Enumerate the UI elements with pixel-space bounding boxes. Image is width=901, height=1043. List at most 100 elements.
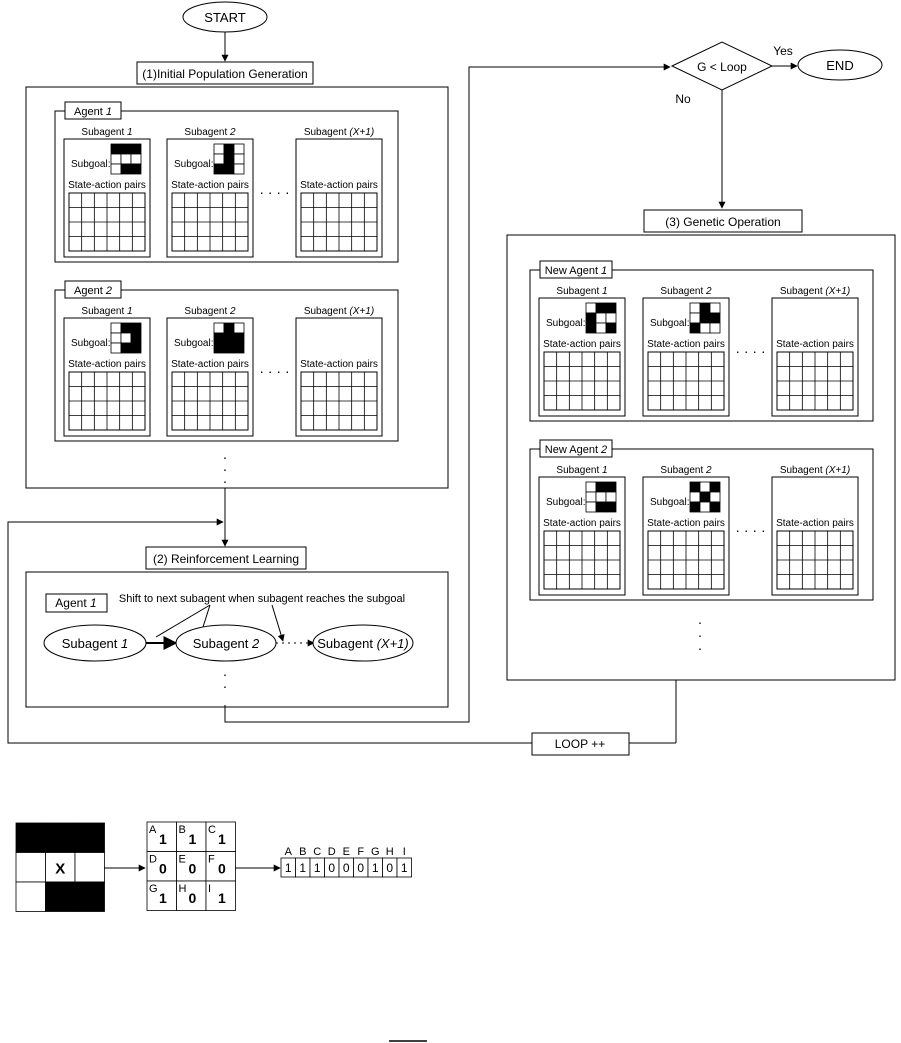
subgoal-cell [110,153,122,165]
bit-cell [396,857,412,878]
svg-text:·: · [223,473,228,489]
end-label: END [826,58,853,73]
subgoal-cell [213,153,225,165]
state-action-grid [543,530,621,590]
letter-grid-value: 1 [159,831,167,847]
agent-label: Agent 2 [74,285,112,297]
letter-grid-letter: A [149,824,157,836]
bit-letter: H [386,846,394,858]
letter-grid-cell [205,880,236,911]
subagent-title: Subagent 1 [81,306,132,317]
subgoal-cell [130,153,142,165]
loop-label: LOOP ++ [555,737,605,751]
subgoal-cell [595,312,607,324]
subgoal-cell [605,302,617,314]
subgoal-cell [709,312,721,324]
agent-label-box [539,439,613,458]
letter-grid-cell [176,880,207,911]
subgoal-cell [120,332,132,344]
subgoal-cell [595,302,607,314]
letter-grid-value: 1 [159,890,167,906]
letter-grid-value: 0 [189,890,197,906]
letter-grid-letter: G [149,883,158,895]
subgoal-cell [699,312,711,324]
subgoal-cell [699,491,711,503]
letter-grid-letter: I [208,883,211,895]
subagent-title: Subagent 2 [660,465,712,476]
pattern-cell [45,852,76,883]
subagent-title: Subagent 2 [184,127,236,138]
rl-frame [25,571,449,708]
subagent-title: Subagent 1 [556,465,607,476]
subgoal-cell [213,342,225,354]
subgoal-cell [689,491,701,503]
agent-frame [54,289,399,442]
state-action-grid [543,351,621,411]
subgoal-cell [130,322,142,334]
subgoal-cell [223,322,235,334]
subgoal-cell [699,302,711,314]
letter-grid-cell [176,851,207,882]
subgoal-label: Subgoal: [71,159,110,170]
letter-grid-letter: D [149,854,157,866]
subgoal-grid [213,143,245,175]
bit-value: 1 [372,861,379,875]
pattern-cell [45,822,76,853]
state-action-grid [171,371,249,431]
rl-node-3 [312,624,414,662]
rl-agent-label-box [45,593,108,613]
subgoal-cell [233,143,245,155]
subgoal-cell [585,481,597,493]
bit-letter: A [285,846,293,858]
subgoal-cell [709,491,721,503]
subgoal-cell [233,322,245,334]
svg-text:·: · [223,461,228,477]
agent-label: New Agent 1 [545,265,607,277]
subgoal-cell [605,481,617,493]
subgoal-cell [233,342,245,354]
subgoal-grid [213,322,245,354]
letter-grid-letter: H [179,883,187,895]
subgoal-cell [699,481,711,493]
bit-value: 0 [386,861,393,875]
pattern-center-label: X [55,860,65,877]
initial-population-frame [25,86,449,489]
subgoal-cell [605,501,617,513]
decision-label: G < Loop [697,60,747,74]
letter-grid-value: 0 [218,861,226,877]
subgoal-cell [213,322,225,334]
subagent-title: Subagent (X+1) [780,286,850,297]
bit-letter: D [328,846,336,858]
letter-grid-letter: C [208,824,216,836]
state-action-label: State-action pairs [171,359,249,370]
pattern-cell [15,822,46,853]
state-action-label: State-action pairs [171,180,249,191]
subgoal-cell [213,143,225,155]
start-label: START [204,10,245,25]
state-action-grid [68,371,146,431]
subagent-card: Subagent (X+1)State-action pairs [771,465,859,596]
subgoal-cell [585,322,597,334]
pattern-cell [74,852,105,883]
loop-back-line [7,518,539,744]
initial-vdots: · [223,449,228,465]
bit-letter: F [357,846,364,858]
letter-grid-letter: B [179,824,186,836]
state-action-grid [300,371,378,431]
letter-grid-value: 1 [218,831,226,847]
subgoal-cell [605,322,617,334]
subgoal-cell [223,332,235,344]
bit-value: 0 [328,861,335,875]
subgoal-cell [120,342,132,354]
state-action-label: State-action pairs [300,180,378,191]
